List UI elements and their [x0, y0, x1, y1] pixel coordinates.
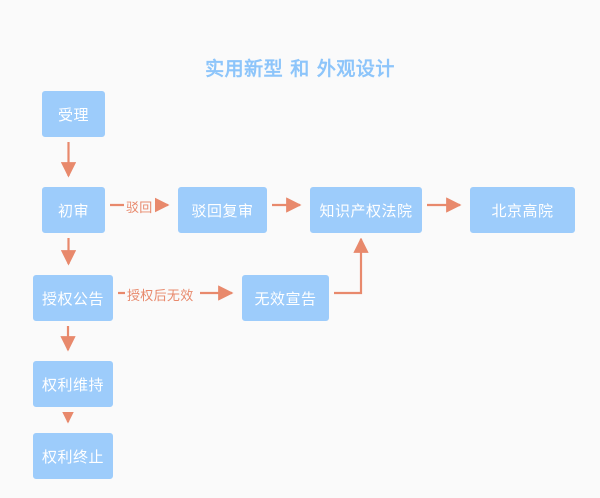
- node-label: 受理: [57, 105, 89, 124]
- node-quanliweichi[interactable]: 权利维持: [28, 356, 118, 412]
- edge-label-shouquanhouwuxiao: 授权后无效: [125, 284, 196, 305]
- node-shouquangonggao[interactable]: 授权公告: [28, 270, 118, 326]
- edge-label-bohui: 驳回: [124, 196, 155, 217]
- node-label: 无效宣告: [254, 289, 317, 308]
- node-quanlizhongzhi[interactable]: 权利终止: [28, 428, 118, 484]
- node-label: 权利终止: [41, 447, 104, 466]
- node-bohuifushen[interactable]: 驳回复审: [173, 182, 272, 238]
- node-chushen[interactable]: 初审: [37, 182, 110, 238]
- node-label: 知识产权法院: [319, 201, 413, 220]
- node-label: 驳回复审: [191, 201, 254, 220]
- node-label: 初审: [57, 201, 89, 220]
- node-shouli[interactable]: 受理: [37, 86, 110, 142]
- node-label: 授权公告: [41, 289, 104, 308]
- node-label: 权利维持: [41, 375, 104, 394]
- node-zhishichanquanfayuan[interactable]: 知识产权法院: [305, 182, 427, 238]
- node-label: 北京高院: [491, 201, 554, 220]
- node-wuxiaoxuangao[interactable]: 无效宣告: [237, 270, 334, 326]
- node-beijinggaoyuan[interactable]: 北京高院: [465, 182, 580, 238]
- edge-wuxiaoxuangao-zscqfayuan: [330, 237, 369, 295]
- diagram-title: 实用新型 和 外观设计: [205, 58, 395, 80]
